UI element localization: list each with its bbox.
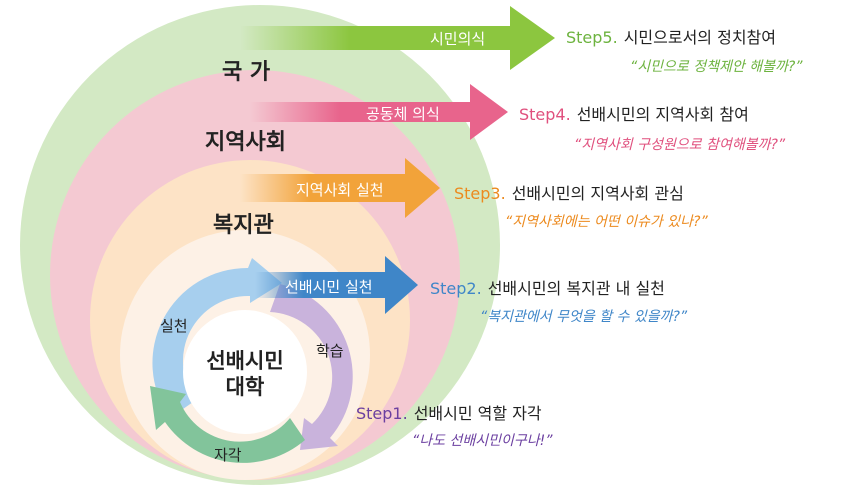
arrow-label-community-consciousness: 공동체 의식 xyxy=(366,105,440,123)
level-label-community: 지역사회 xyxy=(205,130,286,155)
awareness-arc xyxy=(150,386,305,463)
arrow-label-senior-citizen-practice: 선배시민 실천 xyxy=(285,278,373,296)
cycle-label-practice: 실천 xyxy=(160,317,188,335)
arrow-community-consciousness xyxy=(250,84,508,140)
level-label-nation: 국 가 xyxy=(222,60,271,85)
arrow-label-community-practice: 지역사회 실천 xyxy=(296,181,384,199)
cycle-label-awareness: 자각 xyxy=(214,446,242,464)
step4-quote: “지역사회 구성원으로 참여해볼까?” xyxy=(574,137,786,153)
step1-title: Step1. 선배시민 역할 자각 xyxy=(356,400,542,424)
step5-text: 시민으로서의 정치참여 xyxy=(623,28,776,47)
arrow-civic-consciousness xyxy=(240,6,555,70)
arrow-senior-citizen-practice xyxy=(255,256,418,314)
step1-text: 선배시민 역할 자각 xyxy=(413,404,542,423)
step4-number: Step4. xyxy=(519,105,571,124)
arrow-label-civic-consciousness: 시민의식 xyxy=(430,30,486,48)
step5-number: Step5. xyxy=(566,28,618,47)
step1-quote: “나도 선배시민이구나!” xyxy=(412,433,553,449)
cycle-label-learning: 학습 xyxy=(316,342,344,360)
center-label: 선배시민 대학 xyxy=(195,348,295,400)
learning-arc xyxy=(270,284,353,450)
step2-title: Step2. 선배시민의 복지관 내 실천 xyxy=(430,275,665,299)
step4-title: Step4. 선배시민의 지역사회 참여 xyxy=(519,101,749,125)
step1-number: Step1. xyxy=(356,404,408,423)
step2-quote: “복지관에서 무엇을 할 수 있을까?” xyxy=(480,309,688,325)
step5-title: Step5. 시민으로서의 정치참여 xyxy=(566,24,776,48)
level-label-welfare-center: 복지관 xyxy=(213,213,274,238)
step5-quote: “시민으로 정책제안 해볼까?” xyxy=(630,59,803,75)
center-label-line2: 대학 xyxy=(225,375,265,399)
arrow-community-practice xyxy=(240,158,440,218)
step3-number: Step3. xyxy=(454,184,506,203)
step2-text: 선배시민의 복지관 내 실천 xyxy=(487,279,665,298)
center-circle xyxy=(183,310,307,434)
step3-quote: “지역사회에는 어떤 이슈가 있나?” xyxy=(505,214,708,230)
center-label-line1: 선배시민 xyxy=(206,349,284,373)
step3-title: Step3. 선배시민의 지역사회 관심 xyxy=(454,180,684,204)
step4-text: 선배시민의 지역사회 참여 xyxy=(576,105,749,124)
step2-number: Step2. xyxy=(430,279,482,298)
step3-text: 선배시민의 지역사회 관심 xyxy=(511,184,684,203)
